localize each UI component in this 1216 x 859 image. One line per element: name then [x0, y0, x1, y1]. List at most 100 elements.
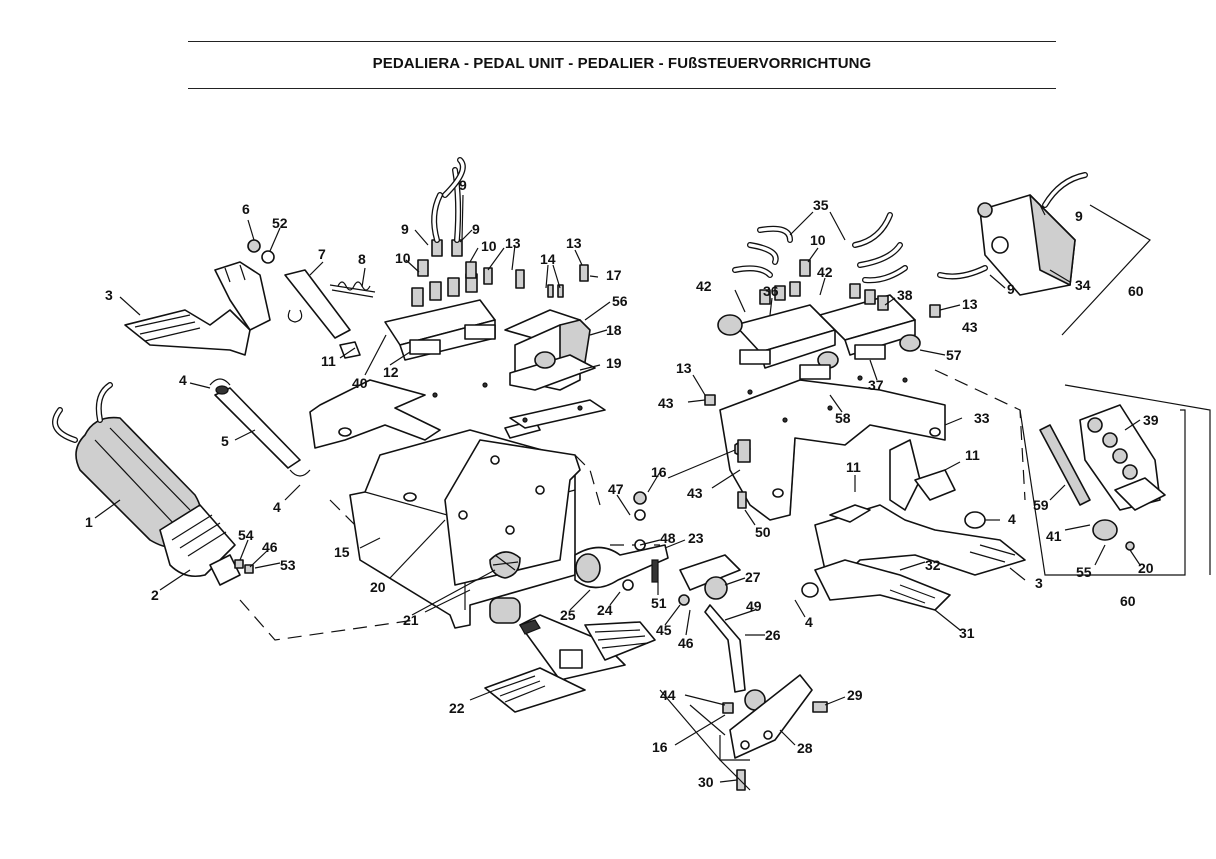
callout-59: 59	[1033, 497, 1049, 513]
callout-46: 46	[262, 539, 278, 555]
callout-10: 10	[810, 232, 826, 248]
callout-17: 17	[606, 267, 622, 283]
title-rule-top	[188, 41, 1056, 42]
callout-26: 26	[765, 627, 781, 643]
callout-53: 53	[280, 557, 296, 573]
callout-4: 4	[805, 614, 813, 630]
callout-31: 31	[959, 625, 975, 641]
callout-51: 51	[651, 595, 667, 611]
callout-50: 50	[755, 524, 771, 540]
callout-16: 16	[651, 464, 667, 480]
callout-46: 46	[678, 635, 694, 651]
callout-4: 4	[179, 372, 187, 388]
lever-arm	[574, 491, 828, 791]
page-title: PEDALIERA - PEDAL UNIT - PEDALIER - FUßS…	[372, 55, 872, 72]
callout-9: 9	[1075, 208, 1083, 224]
callout-22: 22	[449, 700, 465, 716]
callout-43: 43	[658, 395, 674, 411]
callout-56: 56	[612, 293, 628, 309]
callout-14: 14	[540, 251, 556, 267]
callout-11: 11	[321, 353, 336, 369]
callout-13: 13	[676, 360, 692, 376]
callout-13: 13	[566, 235, 582, 251]
callout-9: 9	[459, 177, 467, 193]
callout-16: 16	[652, 739, 668, 755]
callout-37: 37	[868, 377, 884, 393]
callout-36: 36	[763, 283, 779, 299]
right-solenoid-box	[937, 172, 1088, 296]
callout-28: 28	[797, 740, 813, 756]
callout-1: 1	[85, 514, 93, 530]
callout-43: 43	[962, 319, 978, 335]
callout-38: 38	[897, 287, 913, 303]
callout-24: 24	[597, 602, 613, 618]
callout-32: 32	[925, 557, 941, 573]
callout-9: 9	[401, 221, 409, 237]
callout-11: 11	[846, 459, 861, 475]
callout-4: 4	[1008, 511, 1016, 527]
right-pedal-assembly	[801, 439, 1026, 611]
title-rule-bottom	[188, 88, 1056, 89]
leader-lines	[94, 194, 1141, 783]
callout-43: 43	[687, 485, 703, 501]
pedal-bracket	[444, 439, 581, 624]
pivot-shaft	[209, 378, 311, 477]
callout-54: 54	[238, 527, 254, 543]
left-pedal-assembly	[124, 239, 376, 359]
callout-35: 35	[813, 197, 829, 213]
callout-11: 11	[965, 447, 980, 463]
solenoid-valve	[504, 309, 596, 439]
callout-25: 25	[560, 607, 576, 623]
callout-9: 9	[472, 221, 480, 237]
callout-20: 20	[1138, 560, 1154, 576]
hydraulic-cylinder	[52, 382, 254, 586]
brake-pedal	[484, 614, 656, 713]
callout-8: 8	[358, 251, 366, 267]
callout-58: 58	[835, 410, 851, 426]
callout-40: 40	[352, 375, 368, 391]
callout-21: 21	[403, 612, 419, 628]
callout-49: 49	[746, 598, 762, 614]
callout-42: 42	[817, 264, 833, 280]
callout-39: 39	[1143, 412, 1159, 428]
callout-10: 10	[395, 250, 411, 266]
callout-44: 44	[660, 687, 676, 703]
callout-18: 18	[606, 322, 622, 338]
callout-13: 13	[505, 235, 521, 251]
callout-3: 3	[1035, 575, 1043, 591]
callout-19: 19	[606, 355, 622, 371]
group-brackets	[659, 204, 1211, 791]
callout-2: 2	[151, 587, 159, 603]
callout-55: 55	[1076, 564, 1092, 580]
callout-45: 45	[656, 622, 672, 638]
callout-57: 57	[946, 347, 962, 363]
callout-20: 20	[370, 579, 386, 595]
right-valve-manifold	[704, 212, 941, 509]
callout-3: 3	[105, 287, 113, 303]
callout-15: 15	[334, 544, 350, 560]
right-valve-body	[1039, 404, 1166, 551]
callout-29: 29	[847, 687, 863, 703]
callout-34: 34	[1075, 277, 1091, 293]
callout-5: 5	[221, 433, 229, 449]
callout-13: 13	[962, 296, 978, 312]
callout-4: 4	[273, 499, 281, 515]
callout-60: 60	[1128, 283, 1144, 299]
callout-23: 23	[688, 530, 704, 546]
callout-30: 30	[698, 774, 714, 790]
left-valve-manifold	[384, 157, 589, 361]
callout-9: 9	[1007, 281, 1015, 297]
callout-labels: 9 9 9 10 10 13 13 14 17 56 18 19 12 40 1…	[85, 177, 1159, 790]
callout-12: 12	[383, 364, 399, 380]
callout-52: 52	[272, 215, 288, 231]
callout-41: 41	[1046, 528, 1062, 544]
callout-60: 60	[1120, 593, 1136, 609]
callout-7: 7	[318, 246, 326, 262]
callout-48: 48	[660, 530, 676, 546]
left-mounting-plate	[432, 382, 606, 429]
callout-27: 27	[745, 569, 761, 585]
callout-33: 33	[974, 410, 990, 426]
callout-6: 6	[242, 201, 250, 217]
callout-47: 47	[608, 481, 624, 497]
